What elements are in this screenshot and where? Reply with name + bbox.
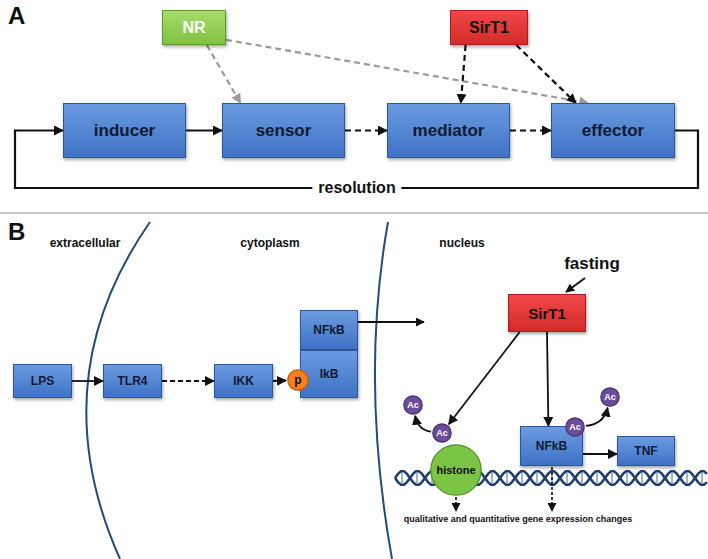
panel-letter: A <box>8 2 25 30</box>
node-text: Ac <box>436 428 448 438</box>
dna-rung <box>642 473 643 483</box>
node-text: p <box>294 373 301 387</box>
process-box: TLR4 <box>103 364 162 398</box>
output-arrow <box>455 497 457 511</box>
fasting-arrow <box>566 278 585 292</box>
panel-letter: B <box>8 218 25 246</box>
connector-arrow <box>415 416 431 432</box>
dna-rung <box>522 473 523 483</box>
connector-arrow <box>516 45 576 103</box>
connector-arrow <box>273 380 286 382</box>
connector-arrow <box>186 129 222 131</box>
process-box: IKK <box>214 364 273 398</box>
dna-rung <box>687 473 688 483</box>
node-text: SirT1 <box>469 19 509 37</box>
process-box: LPS <box>13 364 72 398</box>
node-text: SirT1 <box>528 305 566 322</box>
dna-rung <box>507 473 508 483</box>
node-text: Ac <box>569 422 581 432</box>
dna-rung <box>627 473 628 483</box>
node-text: inducer <box>94 121 155 141</box>
process-box: effector <box>551 103 675 158</box>
acetyl-circle: Ac <box>565 417 585 437</box>
node-text: mediator <box>413 121 485 141</box>
process-box: IkB <box>300 350 358 398</box>
annotation: fasting <box>564 254 620 274</box>
connector-arrow <box>461 45 466 103</box>
nuclear-membrane <box>375 222 392 559</box>
output-arrow <box>551 467 553 511</box>
phospho-circle: p <box>287 369 309 391</box>
edge-label: resolution <box>312 179 401 197</box>
node-text: LPS <box>31 374 54 388</box>
histone-circle: histone <box>430 444 482 496</box>
node-text: IkB <box>320 367 339 381</box>
node-text: effector <box>582 121 644 141</box>
dna-rung <box>597 473 598 483</box>
acetyl-circle: Ac <box>600 387 620 407</box>
dna-rung <box>672 473 673 483</box>
panel-divider <box>0 213 708 214</box>
regulator-box: SirT1 <box>450 10 528 45</box>
acetyl-circle: Ac <box>432 423 452 443</box>
dna-rung <box>582 473 583 483</box>
annotation: extracellular <box>50 236 121 250</box>
process-box: sensor <box>222 103 345 158</box>
node-text: TNF <box>634 444 657 458</box>
dna-rung <box>657 473 658 483</box>
dna-rung <box>492 473 493 483</box>
annotation: nucleus <box>439 236 484 250</box>
dna-rung <box>417 473 418 483</box>
connector-arrow <box>547 332 548 426</box>
process-box: TNF <box>617 436 675 466</box>
node-text: histone <box>436 464 475 476</box>
process-box: inducer <box>63 103 186 158</box>
dna-rung <box>702 473 703 483</box>
node-text: sensor <box>256 121 312 141</box>
acetyl-circle: Ac <box>403 395 423 415</box>
connector-arrow <box>583 453 617 455</box>
connector-arrow <box>345 129 387 131</box>
connector-arrow <box>510 129 551 131</box>
annotation: qualitative and quantitative gene expres… <box>404 514 633 524</box>
node-text: NFkB <box>313 323 344 337</box>
process-box: mediator <box>387 103 510 158</box>
connector-arrow <box>162 380 214 382</box>
node-text: TLR4 <box>118 374 148 388</box>
connector-arrow <box>226 40 588 103</box>
connector-arrow <box>72 380 103 382</box>
process-box: NFkB <box>300 310 358 350</box>
connector-arrow <box>449 332 520 424</box>
dna-rung <box>402 473 403 483</box>
node-text: Ac <box>604 392 616 402</box>
node-text: Ac <box>407 400 419 410</box>
translocation-arrow <box>358 321 424 323</box>
connector-arrow <box>586 408 608 426</box>
node-text: NR <box>182 19 205 37</box>
connector-arrow <box>207 45 241 103</box>
dna-rung <box>537 473 538 483</box>
regulator-box: SirT1 <box>508 294 586 332</box>
annotation: cytoplasm <box>240 236 299 250</box>
dna-rung <box>612 473 613 483</box>
dna-rung <box>567 473 568 483</box>
regulator-box: NR <box>162 10 226 45</box>
node-text: NFkB <box>536 439 567 453</box>
node-text: IKK <box>233 374 254 388</box>
